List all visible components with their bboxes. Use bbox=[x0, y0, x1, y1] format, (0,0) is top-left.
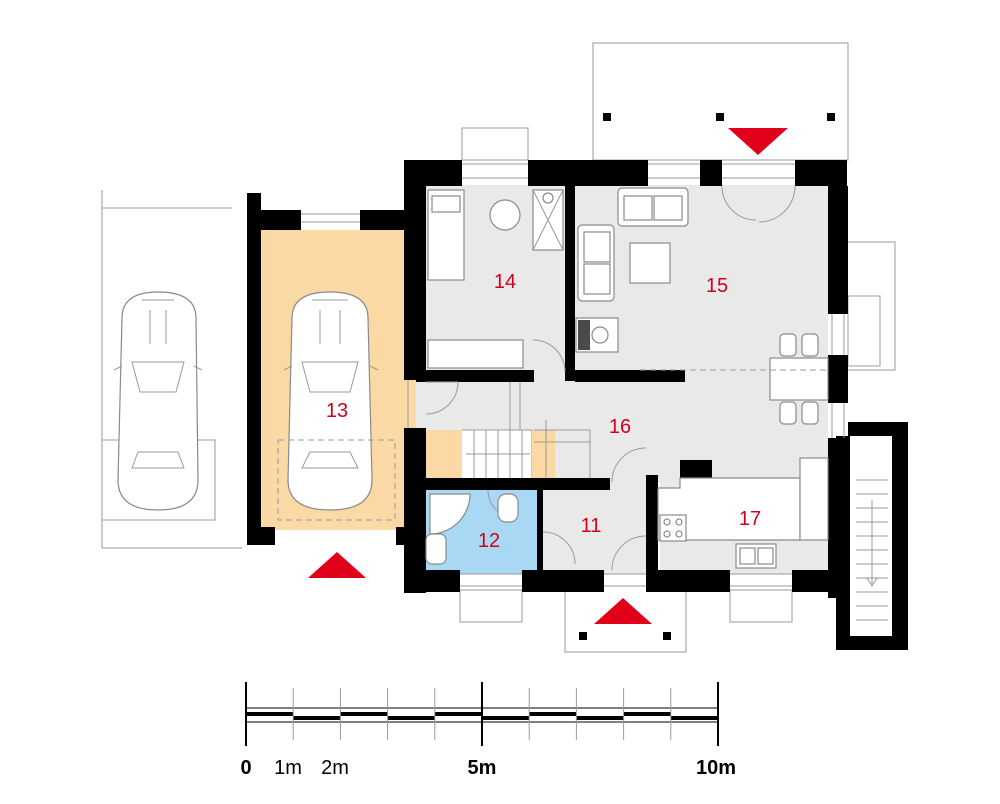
scale-segment bbox=[623, 712, 671, 716]
scale-segment bbox=[482, 716, 530, 720]
scale-segment bbox=[670, 716, 718, 720]
scale-label-10m: 10m bbox=[696, 757, 736, 779]
bedroom-furniture bbox=[427, 189, 564, 369]
room-11-floor bbox=[540, 482, 652, 574]
windows bbox=[301, 163, 845, 587]
scale-bar: 0 1m 2m 5m 10m bbox=[240, 682, 736, 779]
scale-ticks bbox=[292, 688, 672, 740]
room-labels: 11 12 13 14 15 16 17 bbox=[326, 271, 761, 552]
scale-segment bbox=[529, 712, 577, 716]
entrance-arrow-terrace bbox=[728, 128, 788, 155]
room-label-17: 17 bbox=[739, 508, 761, 530]
car-outside bbox=[113, 291, 203, 511]
scale-segment bbox=[340, 712, 388, 716]
scale-segment bbox=[434, 712, 482, 716]
room-label-16: 16 bbox=[609, 416, 631, 438]
walls bbox=[247, 113, 908, 650]
room-label-14: 14 bbox=[494, 271, 516, 293]
room-label-11: 11 bbox=[581, 515, 602, 537]
scale-segments bbox=[246, 712, 718, 720]
room-label-12: 12 bbox=[478, 530, 500, 552]
kitchen-furniture bbox=[657, 457, 829, 569]
staircase bbox=[462, 382, 888, 621]
scale-segment bbox=[246, 712, 294, 716]
scale-label-2m: 2m bbox=[321, 757, 349, 779]
room-label-15: 15 bbox=[706, 275, 728, 297]
scale-label-5m: 5m bbox=[468, 757, 497, 779]
car-garage bbox=[277, 291, 396, 521]
scale-segment bbox=[293, 716, 341, 720]
entrance-arrow-main bbox=[594, 598, 652, 624]
living-room-furniture bbox=[575, 187, 829, 425]
scale-label-0: 0 bbox=[240, 757, 251, 779]
scale-label-1m: 1m bbox=[274, 757, 302, 779]
entrance-arrows bbox=[308, 128, 788, 624]
doors bbox=[425, 185, 796, 571]
entrance-arrow-garage bbox=[308, 552, 366, 578]
scale-segment bbox=[576, 716, 624, 720]
scale-segment bbox=[387, 716, 435, 720]
room-label-13: 13 bbox=[326, 400, 348, 422]
bathroom-fixtures bbox=[425, 493, 519, 565]
